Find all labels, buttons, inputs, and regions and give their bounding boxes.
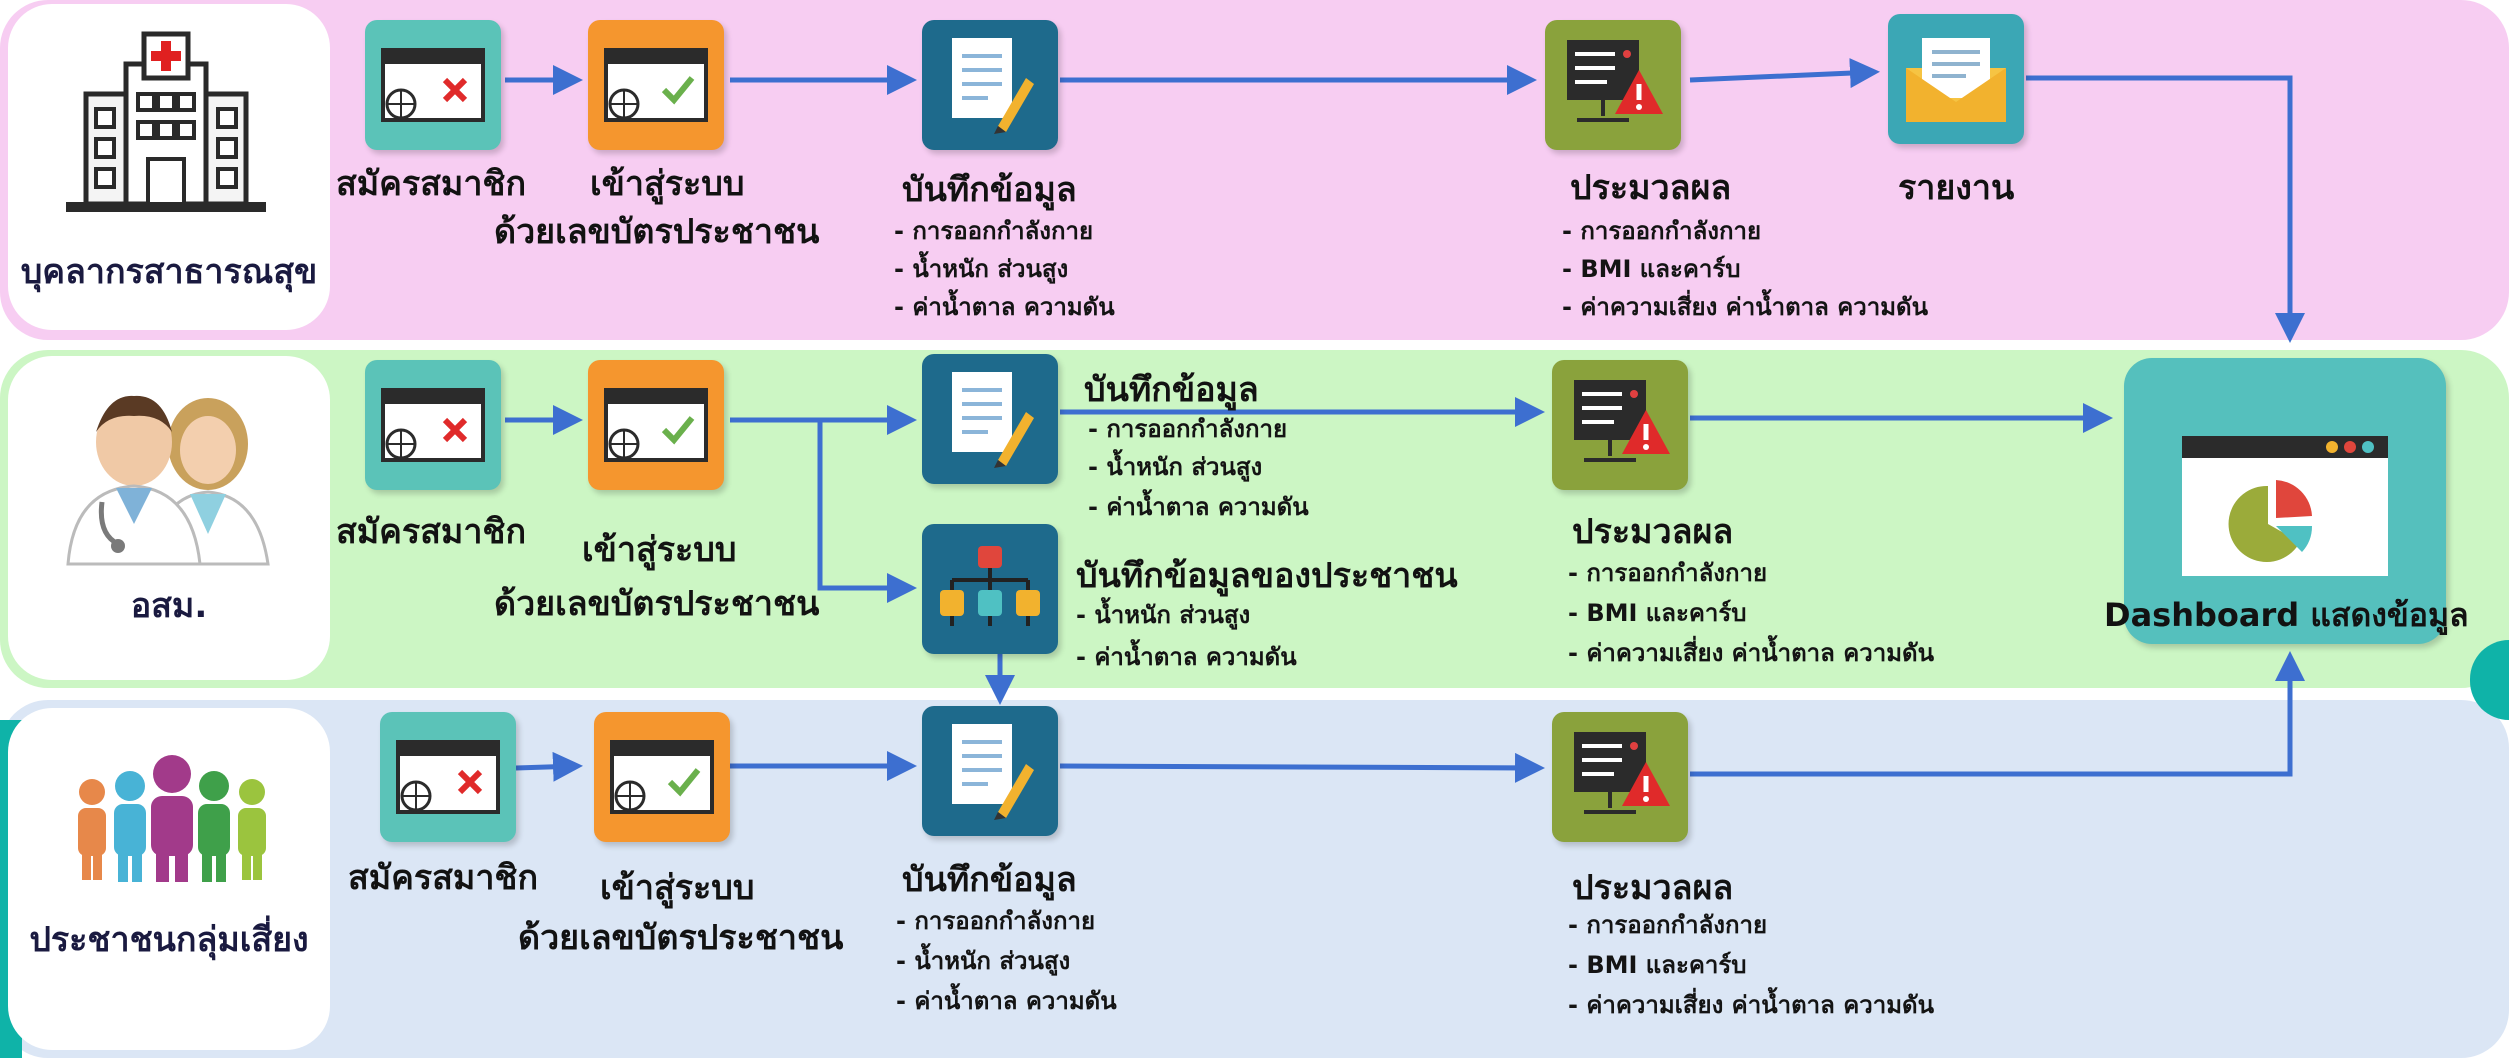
r1-report-label: รายงาน (1898, 168, 2015, 208)
tile-r2-record[interactable] (922, 354, 1058, 484)
actor-volunteer-label: อสม. (130, 586, 208, 626)
browser-x-icon (396, 740, 500, 814)
r2-login-label-2: ด้วยเลขบัตรประชาชน (494, 584, 820, 624)
tile-r3-register[interactable] (380, 712, 516, 842)
r1-login-label-1: เข้าสู่ระบบ (590, 164, 745, 204)
arrow-r1-report-dashboard (2026, 75, 2305, 343)
r2-record-citizen-label: บันทึกข้อมูลของประชาชน (1076, 556, 1458, 596)
arrow-r3-register-login (515, 751, 583, 782)
r1-process-label: ประมวลผล (1570, 168, 1732, 208)
r1-record-bullet-2: - น้ำหนัก ส่วนสูง (894, 255, 1069, 283)
tile-r2-register[interactable] (365, 360, 501, 490)
actor-health-staff: บุคลากรสาธารณสุข (8, 4, 330, 330)
server-warning-icon (1567, 40, 1663, 122)
tile-r2-process[interactable] (1552, 360, 1688, 490)
r2-record-bullet-2: - น้ำหนัก ส่วนสูง (1088, 453, 1263, 481)
envelope-icon (1906, 38, 2006, 122)
tile-r3-record[interactable] (922, 706, 1058, 836)
arrow-r2-branch (817, 420, 917, 603)
r2-record-label: บันทึกข้อมูล (1084, 370, 1259, 410)
server-warning-icon (1574, 732, 1670, 814)
r3-process-bullet-3: - ค่าความเสี่ยง ค่าน้ำตาล ความดัน (1568, 991, 1935, 1019)
document-pencil-icon (952, 372, 1034, 468)
r1-login-label-2: ด้วยเลขบัตรประชาชน (494, 212, 820, 252)
r2-process-bullet-1: - การออกกำลังกาย (1568, 559, 1768, 587)
tile-r2-record-citizen[interactable] (922, 524, 1058, 654)
r3-record-bullet-1: - การออกกำลังกาย (896, 907, 1096, 935)
r2-process-label: ประมวลผล (1572, 512, 1734, 552)
tile-r3-login[interactable] (594, 712, 730, 842)
document-pencil-icon (952, 38, 1034, 134)
r3-record-bullet-3: - ค่าน้ำตาล ความดัน (896, 987, 1117, 1015)
r1-process-bullet-2: - BMI และคาร์บ (1562, 255, 1741, 283)
r1-process-bullet-1: - การออกกำลังกาย (1562, 217, 1762, 245)
doctors-icon (66, 395, 270, 566)
actor-health-staff-label: บุคลากรสาธารณสุข (20, 252, 318, 292)
tile-r1-report[interactable] (1888, 14, 2024, 144)
browser-check-icon (610, 740, 714, 814)
tile-r1-record[interactable] (922, 20, 1058, 150)
document-pencil-icon (952, 724, 1034, 820)
tile-r3-process[interactable] (1552, 712, 1688, 842)
people-group-icon (78, 755, 266, 882)
r3-record-label: บันทึกข้อมูล (902, 860, 1077, 900)
network-nodes-icon (940, 546, 1040, 626)
arrow-r3-process-dashboard (1690, 651, 2305, 777)
actor-risk-group-label: ประชาชนกลุ่มเสี่ยง (29, 920, 309, 960)
r1-record-bullet-1: - การออกกำลังกาย (894, 217, 1094, 245)
r2-record-bullet-1: - การออกกำลังกาย (1088, 415, 1288, 443)
r1-record-bullet-3: - ค่าน้ำตาล ความดัน (894, 293, 1115, 321)
r2-record-bullet-3: - ค่าน้ำตาล ความดัน (1088, 493, 1309, 521)
browser-x-icon (381, 48, 485, 122)
dashboard-label: Dashboard แสดงข้อมูล (2104, 596, 2469, 634)
r3-login-label-1: เข้าสู่ระบบ (600, 868, 755, 908)
actor-risk-group: ประชาชนกลุ่มเสี่ยง (8, 708, 330, 1050)
r3-process-label: ประมวลผล (1572, 868, 1734, 908)
r1-process-bullet-3: - ค่าความเสี่ยง ค่าน้ำตาล ความดัน (1562, 293, 1929, 321)
arrow-r3-record-process (1059, 752, 1545, 783)
r3-process-bullet-2: - BMI และคาร์บ (1568, 951, 1747, 979)
tile-r1-process[interactable] (1545, 20, 1681, 150)
r3-process-bullet-1: - การออกกำลังกาย (1568, 911, 1768, 939)
r2-record-citizen-bullet-1: - น้ำหนัก ส่วนสูง (1076, 601, 1251, 629)
r2-process-bullet-3: - ค่าความเสี่ยง ค่าน้ำตาล ความดัน (1568, 639, 1935, 667)
hospital-icon (66, 31, 266, 212)
browser-check-icon (604, 48, 708, 122)
r3-register-label: สมัครสมาชิก (348, 858, 539, 898)
tile-r1-login[interactable] (588, 20, 724, 150)
r2-register-label: สมัครสมาชิก (336, 512, 527, 552)
browser-x-icon (381, 388, 485, 462)
browser-check-icon (604, 388, 708, 462)
pie-chart-window-icon (2182, 436, 2388, 576)
r3-record-bullet-2: - น้ำหนัก ส่วนสูง (896, 947, 1071, 975)
tile-r1-register[interactable] (365, 20, 501, 150)
actor-volunteer: อสม. (8, 356, 330, 680)
arrow-r1-process-report (1689, 58, 1880, 89)
tile-dashboard[interactable] (2124, 358, 2446, 644)
r2-login-label-1: เข้าสู่ระบบ (582, 530, 737, 570)
server-warning-icon (1574, 380, 1670, 462)
r1-register-label: สมัครสมาชิก (336, 164, 527, 204)
r2-record-citizen-bullet-2: - ค่าน้ำตาล ความดัน (1076, 643, 1297, 671)
r2-process-bullet-2: - BMI และคาร์บ (1568, 599, 1747, 627)
r3-login-label-2: ด้วยเลขบัตรประชาชน (518, 918, 844, 958)
tile-r2-login[interactable] (588, 360, 724, 490)
r1-record-label: บันทึกข้อมูล (902, 170, 1077, 210)
